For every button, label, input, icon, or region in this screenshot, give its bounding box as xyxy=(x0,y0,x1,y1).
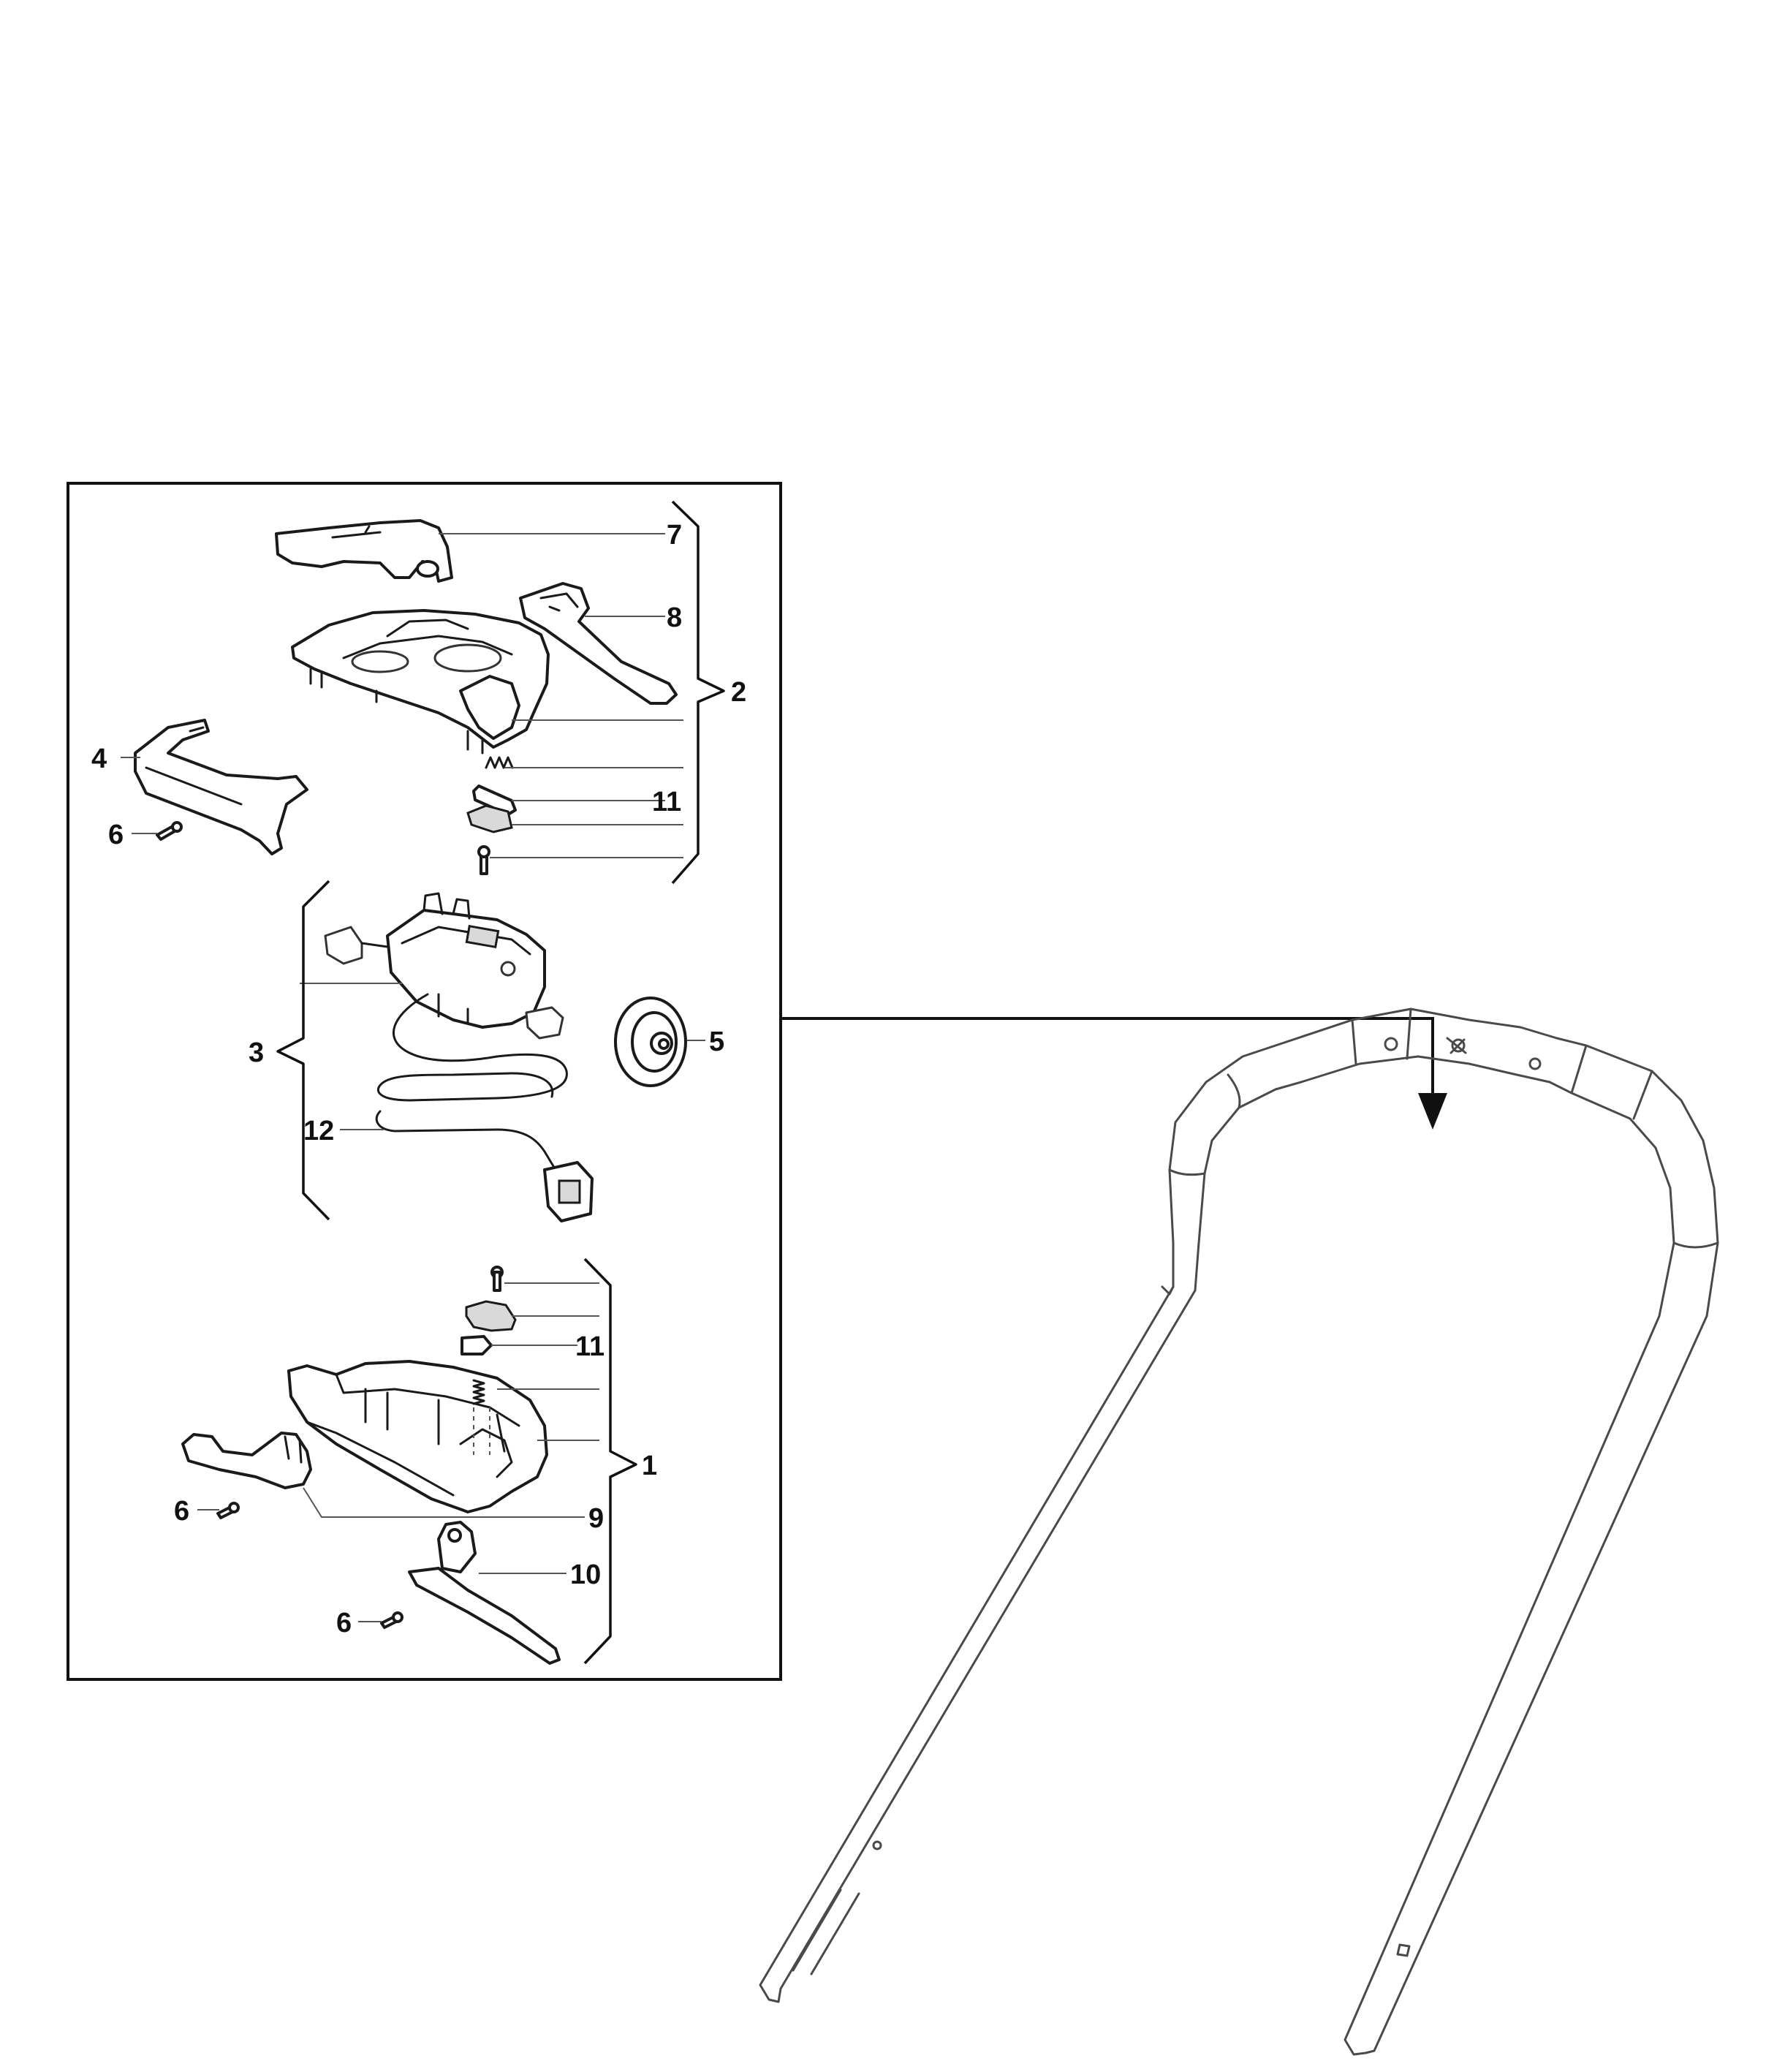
spring-upper[interactable] xyxy=(485,756,514,769)
brace-group-3 xyxy=(276,880,330,1221)
callout-8: 8 xyxy=(667,602,682,633)
callout-11-b: 11 xyxy=(575,1331,605,1362)
latch-lower[interactable] xyxy=(465,1300,517,1332)
cable-connector[interactable] xyxy=(543,1161,594,1222)
callout-12: 12 xyxy=(303,1116,334,1146)
part-9-small-lever[interactable] xyxy=(181,1432,312,1489)
part-3-switch-assembly[interactable] xyxy=(324,892,564,1040)
callout-2: 2 xyxy=(731,677,746,708)
brace-group-1 xyxy=(583,1258,637,1665)
part-6-screw-b[interactable] xyxy=(216,1502,240,1519)
part-10-lower-lever[interactable] xyxy=(408,1521,561,1665)
connector-arrow xyxy=(781,1017,1447,1130)
callout-4: 4 xyxy=(91,744,107,774)
callout-6-b: 6 xyxy=(174,1496,189,1527)
brace-group-2 xyxy=(671,500,725,885)
callout-7: 7 xyxy=(667,520,682,551)
callout-10: 10 xyxy=(570,1559,601,1590)
screw-upper[interactable] xyxy=(477,845,490,875)
screw-lower-top[interactable] xyxy=(490,1266,504,1292)
part-4-side-cover[interactable] xyxy=(134,719,308,855)
part-2-upper-housing[interactable] xyxy=(291,609,550,755)
part-6-screw-a[interactable] xyxy=(156,821,183,841)
callout-3: 3 xyxy=(249,1037,264,1068)
detail-frame xyxy=(67,482,782,1681)
latch-upper[interactable] xyxy=(466,804,513,833)
handlebar[interactable] xyxy=(759,1007,1719,2056)
part-11-pin-lower[interactable] xyxy=(461,1335,493,1356)
callout-5: 5 xyxy=(709,1026,724,1057)
spring-lower[interactable] xyxy=(472,1379,490,1455)
part-8-lever-arm[interactable] xyxy=(519,582,678,705)
arrow-head-icon xyxy=(1418,1093,1447,1130)
callout-6-a: 6 xyxy=(108,820,124,850)
part-1-lower-housing[interactable] xyxy=(287,1360,548,1513)
callout-1: 1 xyxy=(642,1451,657,1481)
callout-6-c: 6 xyxy=(336,1608,352,1638)
leader-lines xyxy=(121,533,705,1622)
callout-9: 9 xyxy=(588,1503,604,1534)
part-7-lever-cover[interactable] xyxy=(275,519,453,583)
part-6-screw-c[interactable] xyxy=(380,1611,403,1629)
part-5-knob[interactable] xyxy=(614,997,687,1087)
part-12-cable[interactable] xyxy=(375,993,568,1171)
callout-11-a: 11 xyxy=(652,787,681,817)
